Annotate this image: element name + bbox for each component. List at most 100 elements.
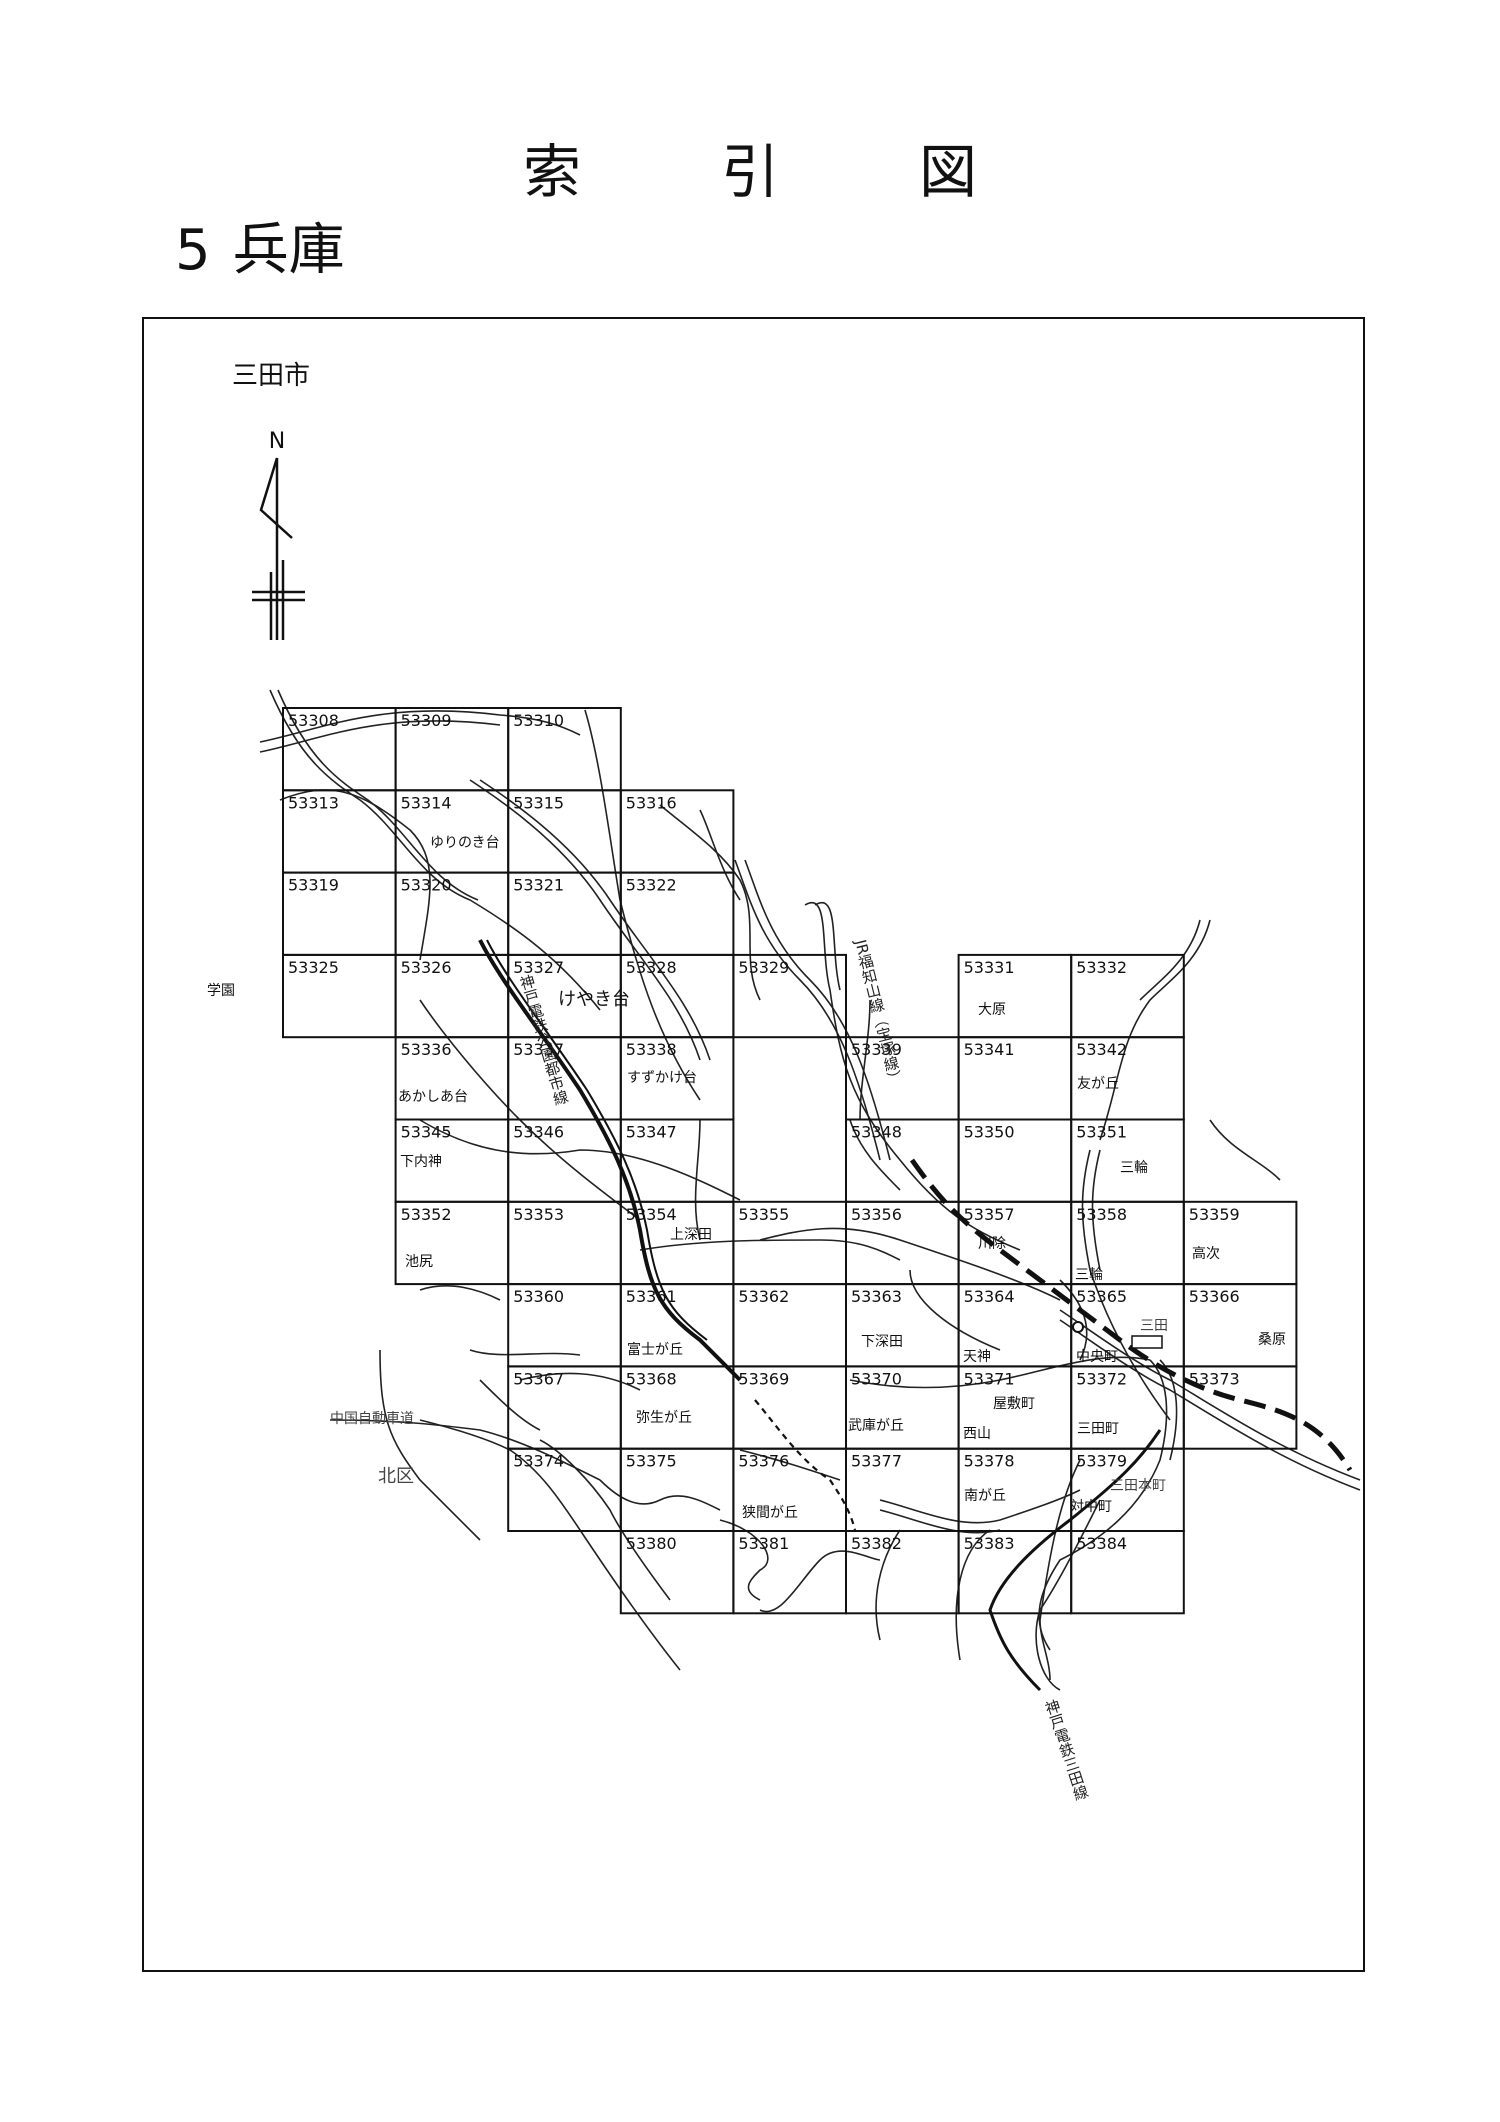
grid-cell-label: 53338 [626, 1040, 677, 1059]
grid-cell-label: 53308 [288, 711, 339, 730]
grid-cell-label: 53339 [851, 1040, 902, 1059]
grid-cell-label: 53383 [964, 1534, 1015, 1553]
grid-cell-label: 53366 [1189, 1287, 1240, 1306]
grid-cell-label: 53367 [513, 1369, 564, 1388]
grid-cell-label: 53316 [626, 793, 677, 812]
place-akashiadai: あかしあ台 [398, 1089, 468, 1105]
place-keyakidai: けやき台 [558, 989, 630, 1010]
grid-cell-label: 53360 [513, 1287, 564, 1306]
sanda-station-icon [1072, 1321, 1084, 1333]
place-minamigaoka: 南が丘 [964, 1488, 1006, 1504]
grid-cell-label: 53376 [738, 1452, 789, 1471]
place-kawayoke: 川除 [978, 1236, 1006, 1252]
grid-cell-label: 53380 [626, 1534, 677, 1553]
grid-cell-label: 53352 [401, 1205, 452, 1224]
place-tomogaoka: 友が丘 [1077, 1076, 1119, 1092]
place-shimofukada: 下深田 [861, 1334, 903, 1350]
grid-cell-label: 53358 [1076, 1205, 1127, 1224]
place-ikejiri: 池尻 [405, 1254, 433, 1270]
place-sanda-station: 三田 [1140, 1318, 1168, 1334]
place-takatsugi: 高次 [1192, 1245, 1220, 1262]
section-heading: 5 兵庫 [175, 205, 345, 286]
grid-cell-label: 53375 [626, 1452, 677, 1471]
grid-cell-label: 53377 [851, 1452, 902, 1471]
place-kitaku: 北区 [378, 1466, 414, 1487]
grid-cell-label: 53336 [401, 1040, 452, 1059]
place-yurinokidai: ゆりのき台 [430, 835, 500, 851]
rail-label-jr-fukuchiyama: JR福知山線（宝塚線） [851, 937, 905, 1088]
grid-cell-label: 53370 [851, 1369, 902, 1388]
grid-cell-label: 53379 [1076, 1452, 1127, 1471]
grid-cell-label: 53329 [738, 958, 789, 977]
grid-cell-label: 53368 [626, 1369, 677, 1388]
place-suzukakedai: すずかけ台 [627, 1070, 697, 1086]
grid-cell-label: 53327 [513, 958, 564, 977]
railway-lines [478, 939, 1353, 1692]
grid-cell-label: 53322 [626, 876, 677, 895]
grid-cell-label: 53315 [513, 793, 564, 812]
place-sandacho: 三田町 [1077, 1421, 1119, 1437]
place-fujigaoka: 富士が丘 [627, 1341, 683, 1358]
grid-cell [732, 953, 848, 1039]
place-taichucho: 対中町 [1070, 1499, 1112, 1515]
city-name: 三田市 [232, 361, 311, 391]
place-miwa: 三輪 [1120, 1159, 1148, 1176]
place-yayoigaoka: 弥生が丘 [636, 1409, 692, 1426]
grid-cell-label: 53328 [626, 958, 677, 977]
grid-cell-label: 53326 [401, 958, 452, 977]
grid-cell-label: 53371 [964, 1369, 1015, 1388]
road-network [259, 689, 1361, 1691]
grid-cell [1070, 1530, 1185, 1615]
place-gakuen: 学園 [207, 983, 235, 999]
north-label: N [269, 429, 285, 454]
place-tenjin: 天神 [963, 1349, 991, 1365]
grid-cell-label: 53325 [288, 958, 339, 977]
grid-cell-label: 53341 [964, 1040, 1015, 1059]
grid-cell-label: 53310 [513, 711, 564, 730]
grid-cell-label: 53356 [851, 1205, 902, 1224]
grid-cell-label: 53378 [964, 1452, 1015, 1471]
place-ohara: 大原 [978, 1002, 1006, 1018]
grid-cell-label: 53348 [851, 1123, 902, 1142]
place-kuwabara: 桑原 [1258, 1332, 1286, 1348]
map-frame [142, 317, 1365, 1972]
place-chuocho: 中央町 [1076, 1349, 1118, 1365]
grid-cell [1182, 1365, 1298, 1450]
place-yashikicho: 屋敷町 [993, 1396, 1035, 1412]
grid-cell-label: 53357 [964, 1205, 1015, 1224]
grid-cell-label: 53320 [401, 876, 452, 895]
page-title: 索引図 [522, 138, 1117, 206]
grid-cell-label: 53363 [851, 1287, 902, 1306]
section-number: 5 [175, 218, 211, 283]
grid-cell-label: 53309 [401, 711, 452, 730]
grid-cell-label: 53381 [738, 1534, 789, 1553]
place-kamifukada: 上深田 [670, 1227, 712, 1243]
grid-cell-label: 53382 [851, 1534, 902, 1553]
grid-cell-label: 53355 [738, 1205, 789, 1224]
grid-cell-label: 53345 [401, 1123, 452, 1142]
place-sayamagaoka: 狭間が丘 [742, 1505, 798, 1521]
grid-cell-label: 53350 [964, 1123, 1015, 1142]
section-name: 兵庫 [232, 218, 345, 283]
grid-cell-label: 53313 [288, 793, 339, 812]
place-labels: 学園 ゆりのき台 けやき台 大原 あかしあ台 すずかけ台 友が丘 下内神 三輪 … [207, 835, 1286, 1521]
grid-cell-label: 53365 [1076, 1287, 1127, 1306]
place-miwa-2: 三輪 [1075, 1266, 1103, 1283]
grid-cell-label: 53342 [1076, 1040, 1127, 1059]
grid-cell-label: 53361 [626, 1287, 677, 1306]
grid-cell-label: 53369 [738, 1369, 789, 1388]
grid-cell-label: 53331 [964, 958, 1015, 977]
grid-cell-label: 53364 [964, 1287, 1015, 1306]
grid-cell-label: 53353 [513, 1205, 564, 1224]
place-mukogaoka: 武庫が丘 [848, 1417, 904, 1434]
grid-cell-label: 53351 [1076, 1123, 1127, 1142]
grid-cell-label: 53346 [513, 1123, 564, 1142]
grid-cell-label: 53354 [626, 1205, 677, 1224]
grid-cell-label: 53372 [1076, 1369, 1127, 1388]
grid-cell-label: 53337 [513, 1040, 564, 1059]
station-building-icon [1131, 1335, 1163, 1349]
grid-cell-label: 53321 [513, 876, 564, 895]
rail-label-sanda-line: 神戸電鉄三田線 [1041, 1697, 1091, 1803]
